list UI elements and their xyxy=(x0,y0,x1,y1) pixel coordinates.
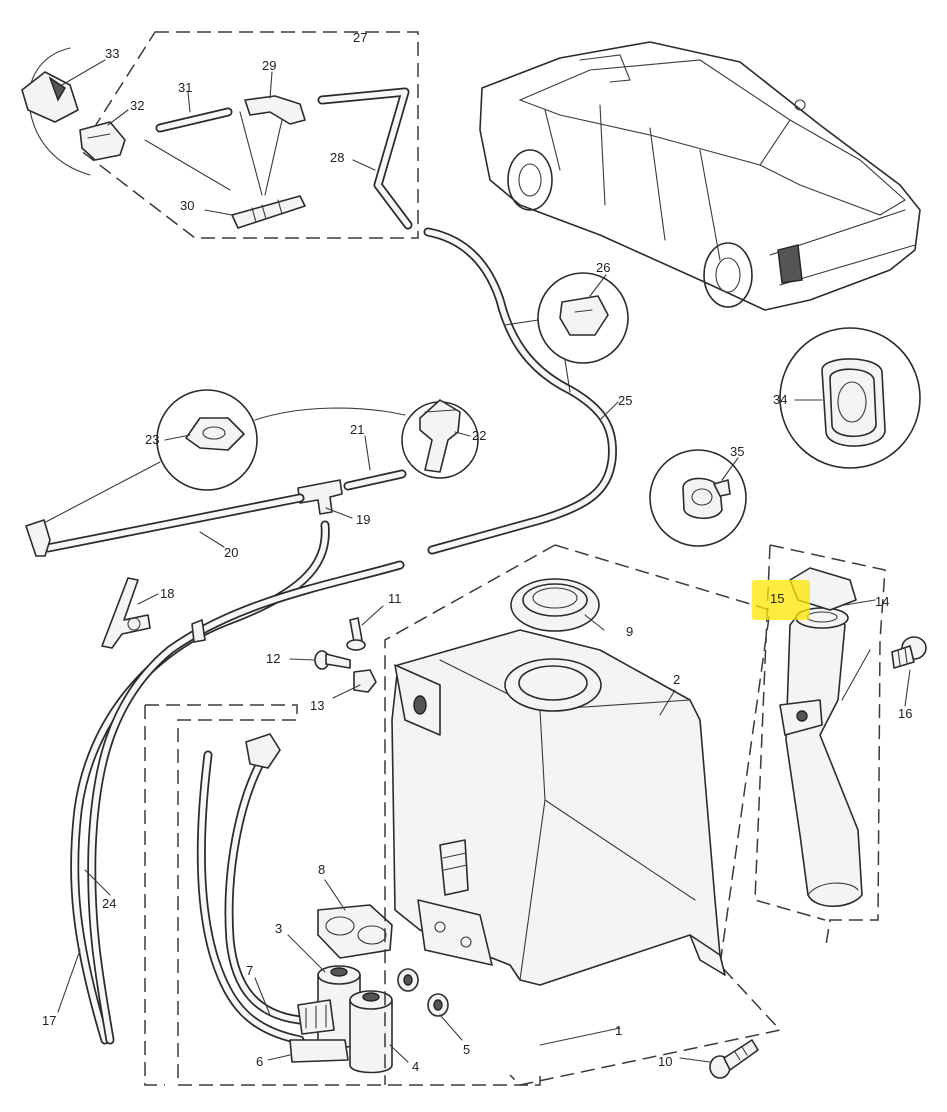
part-30-joiner xyxy=(231,195,306,229)
leader-23-22 xyxy=(254,407,406,421)
label-13: 13 xyxy=(310,698,324,713)
label-9: 9 xyxy=(626,624,633,639)
callout-23 xyxy=(156,389,258,491)
label-16: 16 xyxy=(898,706,912,721)
part-6-connector xyxy=(289,1039,349,1063)
part-33-jet-nozzle xyxy=(21,71,79,123)
label-31: 31 xyxy=(178,80,192,95)
label-8: 8 xyxy=(318,862,325,877)
filler-boundary xyxy=(769,544,886,946)
label-27: 27 xyxy=(353,30,367,45)
part-5-grommet xyxy=(397,968,449,1017)
label-28: 28 xyxy=(330,150,344,165)
part-24-hose xyxy=(70,520,330,1045)
part-2-reservoir xyxy=(391,629,726,986)
label-4: 4 xyxy=(412,1059,419,1074)
part-12-bolt xyxy=(314,650,351,670)
callout-34 xyxy=(779,327,921,469)
leader-23-20 xyxy=(39,461,161,526)
label-35: 35 xyxy=(730,444,744,459)
part-18-clip xyxy=(101,577,151,649)
highlight-15 xyxy=(752,580,810,620)
label-34: 34 xyxy=(773,392,787,407)
label-30: 30 xyxy=(180,198,194,213)
label-15: 15 xyxy=(770,591,784,606)
part-14-filler-neck xyxy=(779,607,863,907)
label-29: 29 xyxy=(262,58,276,73)
part-29-elbow xyxy=(244,95,306,125)
car-illustration xyxy=(479,41,921,311)
part-32-connector xyxy=(79,121,126,161)
label-2: 2 xyxy=(673,672,680,687)
label-7: 7 xyxy=(246,963,253,978)
label-11: 11 xyxy=(388,591,402,606)
part-4-pump xyxy=(349,990,393,1074)
kit-boundary-27 xyxy=(78,31,419,239)
callout-35 xyxy=(649,449,747,547)
part-20-nozzle xyxy=(25,519,51,557)
label-22: 22 xyxy=(472,428,486,443)
label-5: 5 xyxy=(463,1042,470,1057)
leader-lines-27 xyxy=(144,111,283,196)
leader-lines xyxy=(57,59,911,1063)
label-20: 20 xyxy=(224,545,238,560)
label-32: 32 xyxy=(130,98,144,113)
hose-clip xyxy=(191,619,206,643)
part-9-seal xyxy=(510,578,600,632)
label-18: 18 xyxy=(160,586,174,601)
part-11-bolt xyxy=(346,617,366,651)
label-3: 3 xyxy=(275,921,282,936)
pump-boundary-left xyxy=(144,705,165,1086)
label-6: 6 xyxy=(256,1054,263,1069)
part-8-bracket xyxy=(317,904,393,959)
label-33: 33 xyxy=(105,46,119,61)
label-25: 25 xyxy=(618,393,632,408)
part-13-nut xyxy=(353,669,377,693)
label-10: 10 xyxy=(658,1054,672,1069)
label-14: 14 xyxy=(875,594,889,609)
callout-26 xyxy=(504,272,629,393)
part-10-bolt xyxy=(709,1039,759,1079)
label-23: 23 xyxy=(145,432,159,447)
label-12: 12 xyxy=(266,651,280,666)
label-26: 26 xyxy=(596,260,610,275)
callout-labels: 33 32 31 29 27 28 30 26 25 23 22 21 19 2… xyxy=(42,30,912,1074)
label-19: 19 xyxy=(356,512,370,527)
pump-boundary xyxy=(145,704,541,1086)
label-24: 24 xyxy=(102,896,116,911)
callout-22 xyxy=(401,399,479,479)
label-17: 17 xyxy=(42,1013,56,1028)
label-21: 21 xyxy=(350,422,364,437)
part-19-t-piece xyxy=(297,479,343,515)
part-16-bolt xyxy=(891,636,927,669)
non-return-valve xyxy=(245,733,281,769)
reservoir-boundary-left xyxy=(384,544,556,1085)
part-7-connector xyxy=(297,999,335,1035)
label-1: 1 xyxy=(615,1023,622,1038)
filler-boundary-left xyxy=(754,544,826,921)
